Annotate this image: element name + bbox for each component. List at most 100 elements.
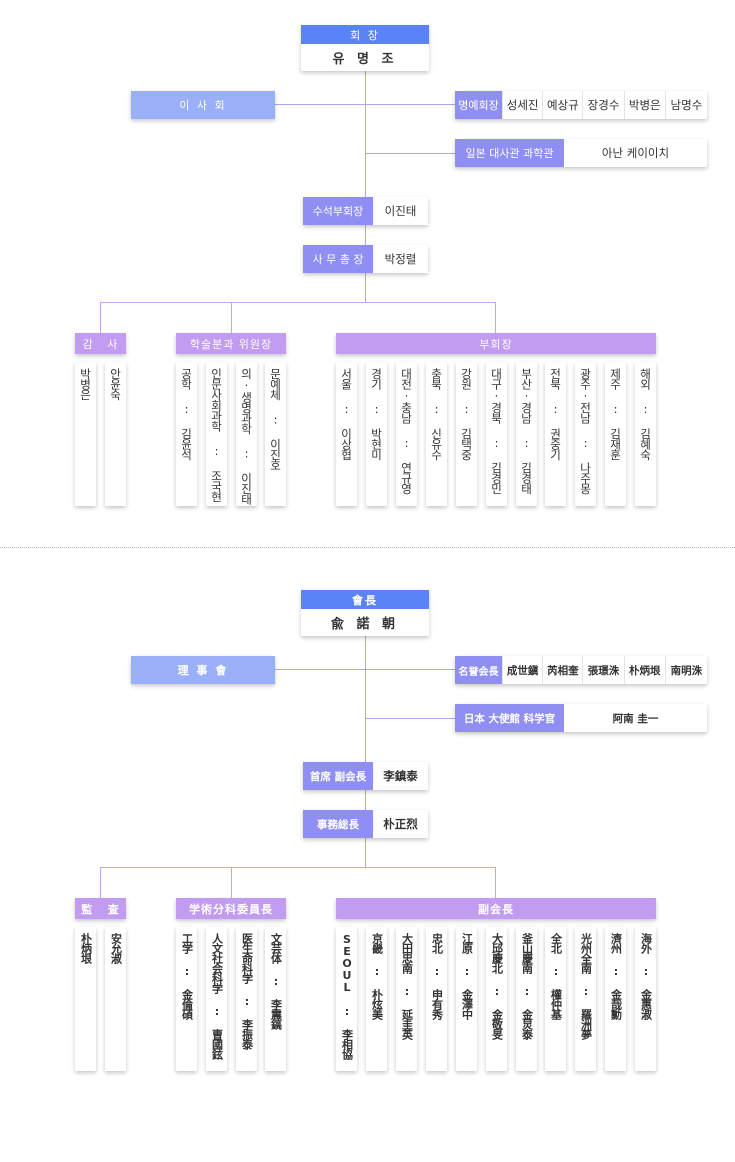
embassy-name: 阿南 圭一 <box>564 704 707 732</box>
senior-vp-name: 李鎮泰 <box>373 762 428 790</box>
academic-header: 学術分科委員長 <box>176 898 286 919</box>
member-column: 江原 : 金澤中 <box>456 927 477 1071</box>
chairman-title: 회 장 <box>301 25 429 44</box>
member-column: 강원 : 김택중 <box>456 362 477 506</box>
member-text: 경기 : 박현미 <box>369 368 384 460</box>
member-text: 의·생명과학 : 이진태 <box>239 368 254 504</box>
senior-vp-label: 首席 副会長 <box>303 762 373 790</box>
member-column: 安允淑 <box>105 927 126 1071</box>
member-text: 광주·전남 : 나주몽 <box>578 368 593 494</box>
connector-line <box>100 867 496 868</box>
member-text: 박병은 <box>78 368 93 400</box>
member-column: 海外 : 金惠淑 <box>635 927 656 1071</box>
member-text: 공학 : 김윤석 <box>179 368 194 460</box>
honorary-name: 박병은 <box>623 91 665 119</box>
connector-line <box>100 302 101 334</box>
member-text: 釜山慶南 : 金炅泰 <box>520 933 534 1039</box>
member-text: 대구·경북 : 김경민 <box>489 368 504 494</box>
connector-line <box>495 867 496 899</box>
connector-line <box>365 70 366 302</box>
member-column: 인문사회과학 : 조국현 <box>206 362 227 506</box>
chairman-box: 會長 兪 諾 朝 <box>301 590 429 636</box>
member-text: SEOUL : 李相協 <box>340 933 354 1059</box>
member-column: 충북 : 신유수 <box>426 362 447 506</box>
audit-header: 감 사 <box>75 333 126 354</box>
member-column: 광주·전남 : 나주몽 <box>575 362 596 506</box>
audit-header: 監 査 <box>75 898 126 919</box>
honorary-name: 성세진 <box>502 91 543 119</box>
senior-vp-name: 이진태 <box>373 197 428 225</box>
connector-line <box>275 669 455 670</box>
board-box: 이 사 회 <box>131 91 275 119</box>
member-column: 朴炳垠 <box>75 927 96 1071</box>
honorary-name: 예상규 <box>542 91 583 119</box>
member-text: 大邱慶北 : 金敬旻 <box>490 933 504 1039</box>
member-text: 인문사회과학 : 조국현 <box>209 368 224 502</box>
member-column: 全北 : 權仲基 <box>545 927 566 1071</box>
member-text: 工学 : 金倫碩 <box>180 933 194 1019</box>
member-text: 濟州 : 金哉勳 <box>609 933 623 1019</box>
secretary-box: 사 무 총 장 박정렬 <box>303 245 428 273</box>
org-chart-korean: 회 장 유 명 조 이 사 회 명예회장 성세진 예상규 장경수 박병은 남명수… <box>0 0 735 540</box>
member-column: 京畿 : 朴炫美 <box>366 927 387 1071</box>
embassy-label: 일본 대사관 과학관 <box>455 139 564 167</box>
member-text: 海外 : 金惠淑 <box>639 933 653 1019</box>
member-column: 해외 : 김혜숙 <box>635 362 656 506</box>
chairman-name: 유 명 조 <box>301 44 429 71</box>
member-text: 대전·충남 : 연규영 <box>399 368 414 494</box>
honorary-label: 名誉会長 <box>455 656 503 684</box>
honorary-name: 成世鎭 <box>502 656 543 684</box>
member-column: 大邱慶北 : 金敬旻 <box>486 927 507 1071</box>
connector-line <box>231 302 232 334</box>
chairman-title: 會長 <box>301 590 429 609</box>
member-column: 대전·충남 : 연규영 <box>396 362 417 506</box>
member-text: 문예체 : 이진호 <box>268 368 283 470</box>
senior-vp-label: 수석부회장 <box>303 197 373 225</box>
member-text: 安允淑 <box>109 933 123 963</box>
member-column: 濟州 : 金哉勳 <box>605 927 626 1071</box>
member-column: 공학 : 김윤석 <box>176 362 197 506</box>
member-text: 人文社会科学 : 曺國鉉 <box>210 933 224 1059</box>
connector-line <box>365 718 455 719</box>
connector-line <box>231 867 232 899</box>
member-text: 제주 : 김재훈 <box>608 368 623 460</box>
honorary-name: 南明洙 <box>664 656 707 684</box>
member-text: 부산·경남 : 김경태 <box>519 368 534 494</box>
member-text: 해외 : 김혜숙 <box>638 368 653 460</box>
connector-line <box>365 635 366 867</box>
connector-line <box>495 302 496 334</box>
member-column: 제주 : 김재훈 <box>605 362 626 506</box>
secretary-name: 朴正烈 <box>373 810 428 838</box>
secretary-label: 사 무 총 장 <box>303 245 373 273</box>
board-box: 理 事 會 <box>131 656 275 684</box>
member-column: 大田忠南 : 延圭英 <box>396 927 417 1071</box>
member-column: 工学 : 金倫碩 <box>176 927 197 1071</box>
connector-line <box>100 867 101 899</box>
member-column: 전북 : 권중기 <box>545 362 566 506</box>
member-text: 충북 : 신유수 <box>429 368 444 460</box>
member-text: 光州全南 : 羅洲夢 <box>579 933 593 1039</box>
vp-header: 副会長 <box>336 898 656 919</box>
member-column: 人文社会科学 : 曺國鉉 <box>206 927 227 1071</box>
member-column: 경기 : 박현미 <box>366 362 387 506</box>
member-text: 강원 : 김택중 <box>459 368 474 460</box>
member-column: 光州全南 : 羅洲夢 <box>575 927 596 1071</box>
honorary-row: 名誉会長 成世鎭 芮相奎 張璟洙 朴炳垠 南明洙 <box>455 656 707 684</box>
secretary-name: 박정렬 <box>373 245 428 273</box>
senior-vp-box: 수석부회장 이진태 <box>303 197 428 225</box>
member-text: 全北 : 權仲基 <box>549 933 563 1019</box>
member-text: 医生命科学 : 李振泰 <box>240 933 254 1049</box>
honorary-name: 張璟洙 <box>582 656 624 684</box>
member-text: 大田忠南 : 延圭英 <box>400 933 414 1039</box>
connector-line <box>275 104 455 105</box>
embassy-label: 日本 大使館 科学官 <box>455 704 564 732</box>
member-column: 대구·경북 : 김경민 <box>486 362 507 506</box>
member-text: 朴炳垠 <box>79 933 93 963</box>
member-text: 서울 : 이상협 <box>339 368 354 460</box>
honorary-name: 芮相奎 <box>542 656 583 684</box>
member-column: 의·생명과학 : 이진태 <box>236 362 257 506</box>
vp-header: 부회장 <box>336 333 656 354</box>
member-text: 전북 : 권중기 <box>548 368 563 460</box>
honorary-label: 명예회장 <box>455 91 503 119</box>
section-divider <box>0 547 735 548</box>
